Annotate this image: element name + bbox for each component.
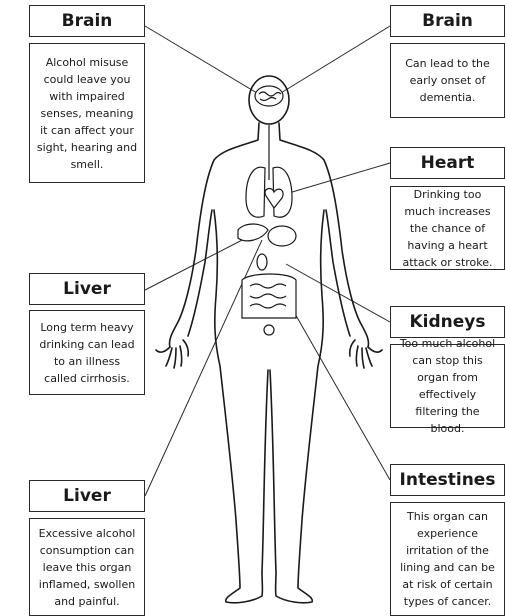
intestines-description: This organ can experience irritation of … <box>390 502 505 616</box>
connector-kidneys <box>286 264 390 322</box>
brain-left-description: Alcohol misuse could leave you with impa… <box>29 43 145 183</box>
liver-top-description: Long term heavy drinking can lead to an … <box>29 310 145 395</box>
connector-liver-top <box>145 236 250 290</box>
lung-left <box>246 167 265 217</box>
torso-right <box>270 210 324 603</box>
stomach-organ <box>268 226 296 246</box>
kidney-organ <box>257 254 267 270</box>
heart-description: Drinking too much increases the chance o… <box>390 186 505 270</box>
connector-brain-right <box>276 26 390 96</box>
heart-title: Heart <box>390 147 505 179</box>
connector-brain-left <box>145 26 262 96</box>
hand-left <box>156 340 188 368</box>
hand-right <box>350 340 382 368</box>
liver-top-title: Liver <box>29 273 145 305</box>
brain-right-title: Brain <box>390 5 505 37</box>
bladder-organ <box>264 325 274 335</box>
kidneys-title: Kidneys <box>390 306 505 338</box>
brain-right-description: Can lead to the early onset of dementia. <box>390 43 505 118</box>
intestines-title: Intestines <box>390 464 505 496</box>
brain-left-title: Brain <box>29 5 145 37</box>
liver-bottom-description: Excessive alcohol consumption can leave … <box>29 518 145 616</box>
liver-bottom-title: Liver <box>29 480 145 512</box>
kidneys-description: Too much alcohol can stop this organ fro… <box>390 344 505 428</box>
liver-organ <box>238 224 268 241</box>
